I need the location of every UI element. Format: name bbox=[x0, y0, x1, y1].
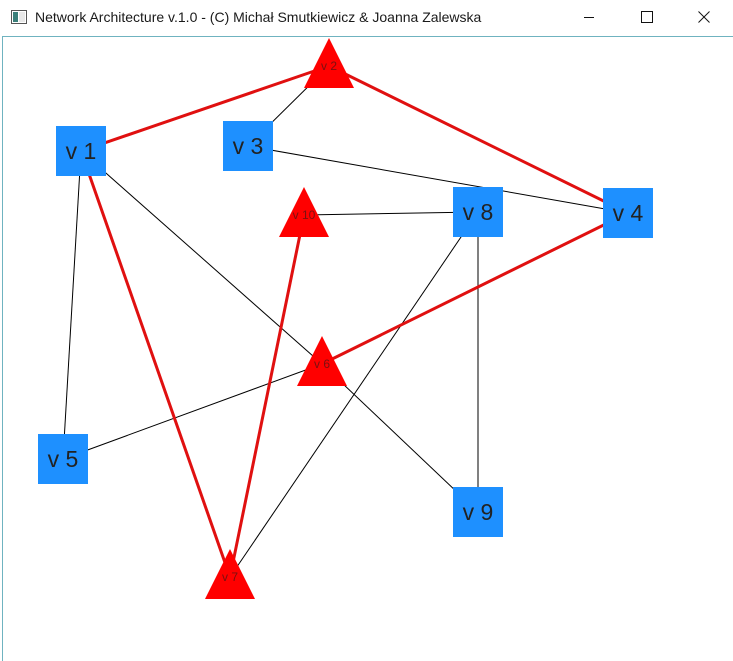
node-label-v2: v 2 bbox=[321, 59, 337, 73]
graph-canvas-area[interactable] bbox=[2, 36, 733, 661]
edge-v10-v8[interactable] bbox=[303, 211, 479, 216]
node-label-v1: v 1 bbox=[66, 138, 97, 164]
node-shape-v5 bbox=[38, 434, 88, 484]
close-button[interactable] bbox=[675, 0, 733, 34]
close-icon bbox=[698, 11, 710, 23]
minimize-button[interactable] bbox=[560, 0, 618, 34]
node-v10[interactable]: v 10 bbox=[279, 187, 329, 237]
node-label-v10: v 10 bbox=[293, 208, 316, 222]
edge-v2-v4[interactable] bbox=[328, 64, 629, 215]
node-shape-v4 bbox=[603, 188, 653, 238]
edge-v3-v4[interactable] bbox=[247, 145, 629, 214]
node-v8[interactable]: v 8 bbox=[453, 187, 503, 237]
node-v4[interactable]: v 4 bbox=[603, 188, 653, 238]
node-shape-v8 bbox=[453, 187, 503, 237]
node-v2[interactable]: v 2 bbox=[304, 38, 354, 88]
edge-v4-v6[interactable] bbox=[321, 211, 629, 366]
node-label-v9: v 9 bbox=[463, 499, 494, 525]
node-shape-v1 bbox=[56, 126, 106, 176]
minimize-icon bbox=[584, 17, 594, 18]
window-title: Network Architecture v.1.0 - (C) Michał … bbox=[35, 9, 482, 25]
node-shape-v9 bbox=[453, 487, 503, 537]
node-v1[interactable]: v 1 bbox=[56, 126, 106, 176]
node-shape-v7 bbox=[205, 549, 255, 599]
node-v3[interactable]: v 3 bbox=[223, 121, 273, 171]
node-v7[interactable]: v 7 bbox=[205, 549, 255, 599]
maximize-button[interactable] bbox=[618, 0, 676, 34]
node-label-v8: v 8 bbox=[463, 199, 494, 225]
node-shape-v10 bbox=[279, 187, 329, 237]
edge-layer bbox=[62, 64, 629, 578]
node-label-v5: v 5 bbox=[48, 446, 79, 472]
node-shape-v3 bbox=[223, 121, 273, 171]
node-label-v7: v 7 bbox=[222, 570, 238, 584]
edge-v6-v9[interactable] bbox=[321, 363, 479, 513]
edge-v1-v5[interactable] bbox=[62, 150, 82, 460]
maximize-icon bbox=[641, 11, 653, 23]
title-bar[interactable]: Network Architecture v.1.0 - (C) Michał … bbox=[0, 0, 733, 34]
node-shape-v2 bbox=[304, 38, 354, 88]
node-label-v6: v 6 bbox=[314, 357, 330, 371]
node-v6[interactable]: v 6 bbox=[297, 336, 347, 386]
edge-v1-v7[interactable] bbox=[79, 150, 232, 578]
node-v5[interactable]: v 5 bbox=[38, 434, 88, 484]
edge-v7-v10[interactable] bbox=[228, 214, 306, 578]
node-layer: v 1 v 2 v 3 v 4 v 5 v 6 v 7 v 8 v 9 v 10 bbox=[38, 38, 653, 599]
node-label-v3: v 3 bbox=[233, 133, 264, 159]
node-label-v4: v 4 bbox=[613, 200, 644, 226]
app-icon bbox=[11, 10, 27, 24]
node-shape-v6 bbox=[297, 336, 347, 386]
node-v9[interactable]: v 9 bbox=[453, 487, 503, 537]
edge-v1-v2[interactable] bbox=[80, 64, 330, 153]
edge-v5-v6[interactable] bbox=[62, 363, 323, 460]
